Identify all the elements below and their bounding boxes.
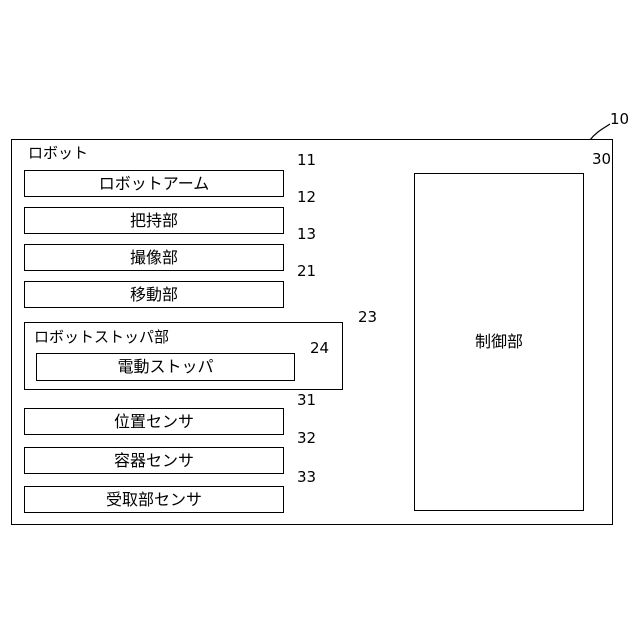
- sensor-position-label: 位置センサ: [114, 414, 194, 430]
- component-imaging-label: 撮像部: [130, 250, 178, 266]
- sensor-container: 容器センサ: [24, 447, 284, 474]
- ref-21: 21: [297, 264, 316, 279]
- ref-33: 33: [297, 470, 316, 485]
- component-gripper-label: 把持部: [130, 213, 178, 229]
- stopper-group-label: ロボットストッパ部: [34, 330, 169, 345]
- sensor-receiving-label: 受取部センサ: [106, 492, 202, 508]
- electric-stopper-box: 電動ストッパ: [36, 353, 295, 381]
- ref-12: 12: [297, 190, 316, 205]
- controller-label: 制御部: [475, 334, 523, 350]
- controller-box: 制御部: [414, 173, 584, 511]
- leader-10: [590, 124, 610, 140]
- ref-13: 13: [297, 227, 316, 242]
- ref-23: 23: [358, 310, 377, 325]
- component-robot-arm-label: ロボットアーム: [99, 176, 210, 192]
- sensor-receiving: 受取部センサ: [24, 486, 284, 513]
- component-moving-label: 移動部: [130, 287, 178, 303]
- ref-32: 32: [297, 431, 316, 446]
- sensor-position: 位置センサ: [24, 408, 284, 435]
- component-moving: 移動部: [24, 281, 284, 308]
- ref-11: 11: [297, 153, 316, 168]
- ref-31: 31: [297, 393, 316, 408]
- sensor-container-label: 容器センサ: [114, 453, 194, 469]
- component-imaging: 撮像部: [24, 244, 284, 271]
- electric-stopper-label: 電動ストッパ: [117, 359, 213, 375]
- robot-outer-label: ロボット: [28, 146, 88, 161]
- ref-10: 10: [610, 112, 629, 127]
- ref-24: 24: [310, 341, 329, 356]
- ref-30: 30: [592, 152, 611, 167]
- component-robot-arm: ロボットアーム: [24, 170, 284, 197]
- component-gripper: 把持部: [24, 207, 284, 234]
